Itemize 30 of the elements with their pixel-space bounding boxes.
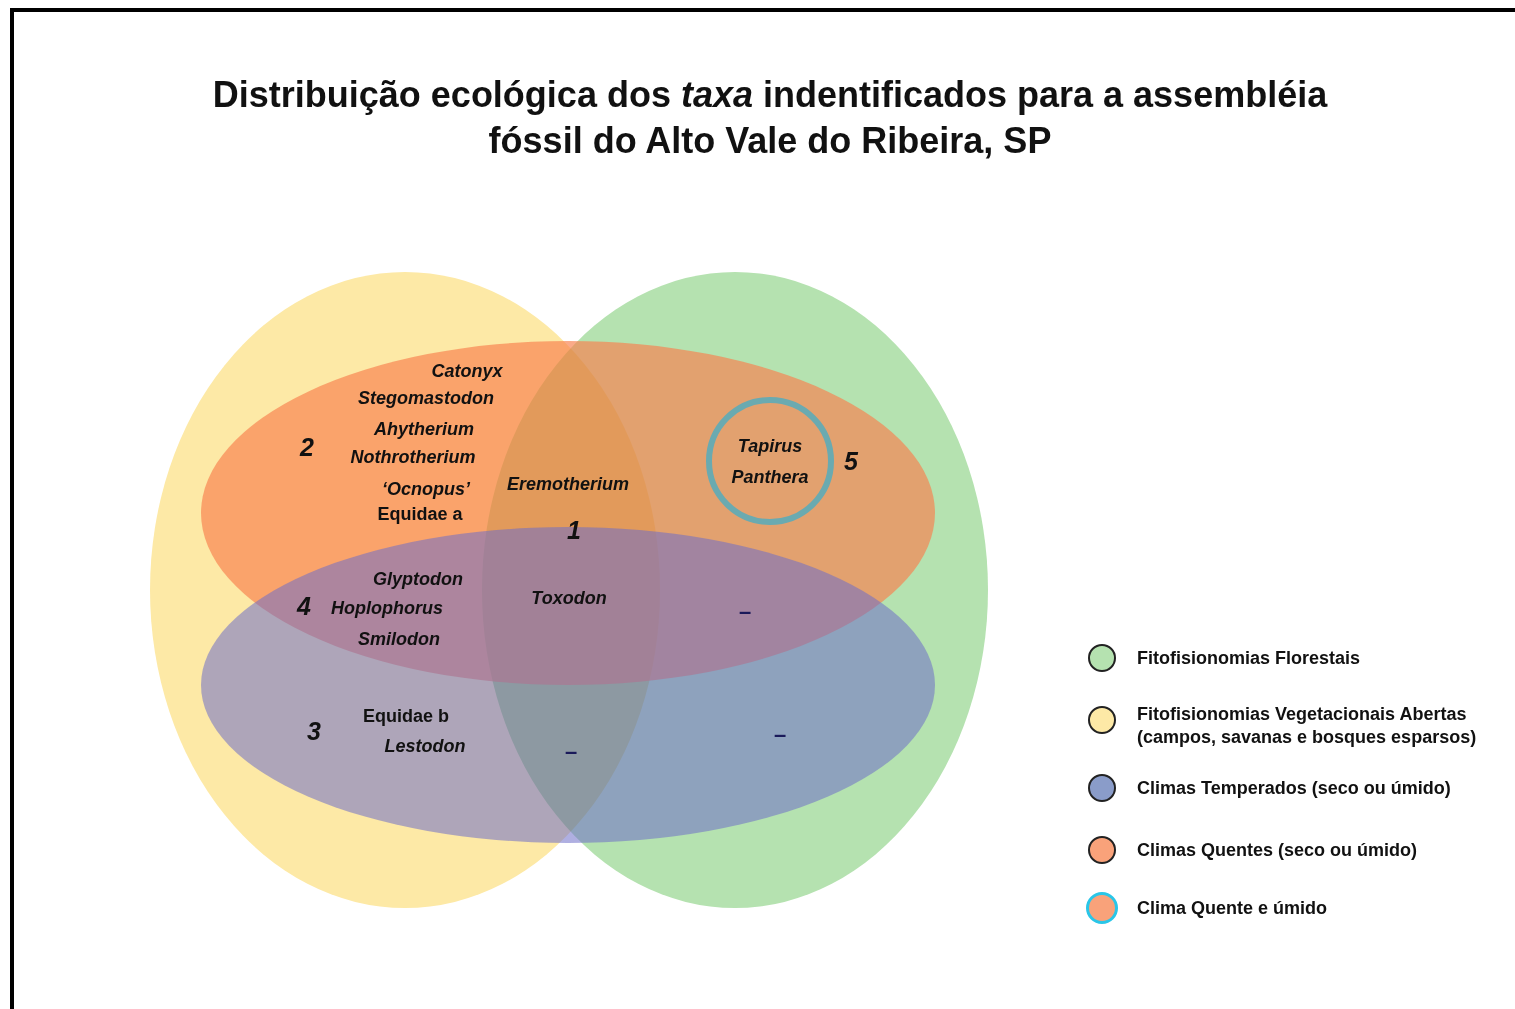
region-number: 2: [300, 432, 314, 462]
empty-region-mark: –: [773, 722, 787, 748]
taxon-name: Smilodon: [358, 628, 440, 650]
empty-region-mark: –: [564, 739, 578, 765]
taxon-name: Toxodon: [531, 587, 607, 609]
region-number: 4: [297, 591, 311, 621]
taxon-name: Nothrotherium: [350, 446, 476, 468]
taxon-name: Equidae a: [377, 503, 463, 525]
empty-region-mark: –: [738, 599, 752, 625]
taxon-name: Catonyx: [431, 360, 503, 382]
taxon-name: Lestodon: [384, 735, 466, 757]
legend-text: Climas Temperados (seco ou úmido): [1137, 777, 1452, 800]
taxon-name: Panthera: [731, 466, 809, 487]
taxon-name: Glyptodon: [373, 568, 463, 590]
taxon-name: Hoplophorus: [331, 597, 443, 619]
taxon-name: Eremotherium: [507, 473, 629, 495]
region-number: 1: [567, 515, 581, 545]
region-number: 5: [844, 446, 858, 476]
taxon-name: Equidae b: [363, 705, 449, 727]
taxon-name: ‘Ocnopus’: [382, 478, 470, 500]
taxon-name: Ahytherium: [374, 418, 474, 440]
taxon-name: Stegomastodon: [358, 387, 494, 409]
legend-text: Fitofisionomias Florestais: [1137, 647, 1362, 670]
legend-text: Clima Quente e úmido: [1137, 897, 1329, 920]
region-number: 3: [307, 716, 321, 746]
legend-text: Fitofisionomias Vegetacionais Abertas (campos, savanas e bosques esparsos): [1137, 703, 1478, 749]
taxon-name: Tapirus: [737, 435, 803, 456]
legend-text: Climas Quentes (seco ou úmido): [1137, 839, 1419, 862]
ring: [706, 397, 834, 525]
title: Distribuição ecológica dos taxa indentificados para a assembléia fóssil do Alto Vale do Ribeira, SP: [211, 73, 1329, 163]
